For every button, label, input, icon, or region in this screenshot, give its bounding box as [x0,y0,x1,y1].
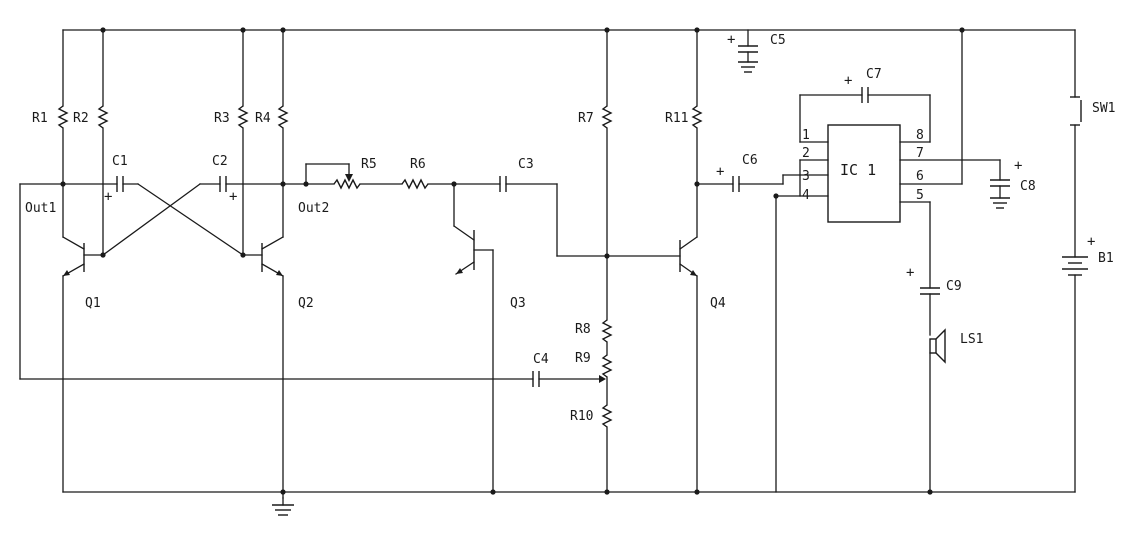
pin-3: 3 [802,169,810,184]
pin-2: 2 [802,146,810,161]
resistor-r4: R4 [255,29,289,238]
pin-5: 5 [916,188,924,203]
label-c5: C5 [770,33,786,48]
ic1-chip: IC 1 1 2 3 4 5 6 7 8 [775,124,1001,223]
label-ls1: LS1 [960,332,983,347]
pin-7: 7 [916,146,924,161]
capacitor-c1: + C1 [62,154,139,205]
label-c9: C9 [946,279,962,294]
resistor-r2: R2 [73,29,109,256]
label-sw1: SW1 [1092,101,1115,116]
capacitor-c6: + C6 [696,153,829,192]
label-r7: R7 [578,111,594,126]
label-r4: R4 [255,111,271,126]
c6-polarity: + [716,164,724,180]
potentiometer-r9: R9 [575,351,613,406]
label-r6: R6 [410,157,426,172]
pin-4: 4 [802,188,810,203]
cross-coupling [102,183,244,256]
label-q3: Q3 [510,296,526,311]
label-c3: C3 [518,157,534,172]
resistor-r10: R10 [570,404,613,493]
capacitor-c4: C4 [19,183,600,387]
b1-polarity: + [1087,234,1095,250]
label-c8: C8 [1020,179,1036,194]
transistor-q3: Q3 [453,183,526,493]
resistor-r6: R6 [401,157,501,190]
label-q2: Q2 [298,296,314,311]
c2-polarity: + [229,189,237,205]
label-c7: C7 [866,67,882,82]
resistor-r7: R7 [578,29,613,321]
label-r8: R8 [575,322,591,337]
transistor-q4: Q4 [679,236,726,493]
c5-polarity: + [727,32,735,48]
transistor-q2: Q2 [242,236,314,499]
c1-polarity: + [104,189,112,205]
label-r11: R11 [665,111,688,126]
switch-sw1: SW1 [1070,29,1115,258]
label-ic1: IC 1 [840,161,876,179]
label-c2: C2 [212,154,228,169]
c7-polarity: + [844,73,852,89]
capacitor-c9: + C9 [906,201,962,336]
label-out2: Out2 [298,201,329,216]
label-r9: R9 [575,351,591,366]
potentiometer-r5: R5 [305,157,403,190]
battery-b1: + B1 [1062,234,1114,493]
label-q1: Q1 [85,296,101,311]
label-r5: R5 [361,157,377,172]
label-b1: B1 [1098,251,1114,266]
label-c6: C6 [742,153,758,168]
resistor-r8: R8 [575,319,613,356]
label-q4: Q4 [710,296,726,311]
capacitor-c7: + C7 [799,67,931,143]
label-r10: R10 [570,409,593,424]
label-out1: Out1 [25,201,56,216]
pin-8: 8 [916,128,924,143]
pin-1: 1 [802,128,810,143]
resistor-r3: R3 [214,29,249,256]
label-c4: C4 [533,352,549,367]
label-r2: R2 [73,111,89,126]
transistor-q1: Q1 [62,236,104,493]
pin-6: 6 [916,169,924,184]
ground-symbol [272,497,294,516]
resistor-r11: R11 [665,29,703,238]
capacitor-c5: + C5 [727,29,786,73]
capacitor-c8: + C8 [990,158,1036,209]
junction-dots [60,27,965,495]
loudspeaker-ls1: LS1 [929,328,983,493]
c8-polarity: + [1014,158,1022,174]
c9-polarity: + [906,265,914,281]
label-c1: C1 [112,154,128,169]
capacitor-c3: C3 [499,157,681,257]
label-r1: R1 [32,111,48,126]
label-r3: R3 [214,111,230,126]
capacitor-c2: + C2 [199,154,307,205]
